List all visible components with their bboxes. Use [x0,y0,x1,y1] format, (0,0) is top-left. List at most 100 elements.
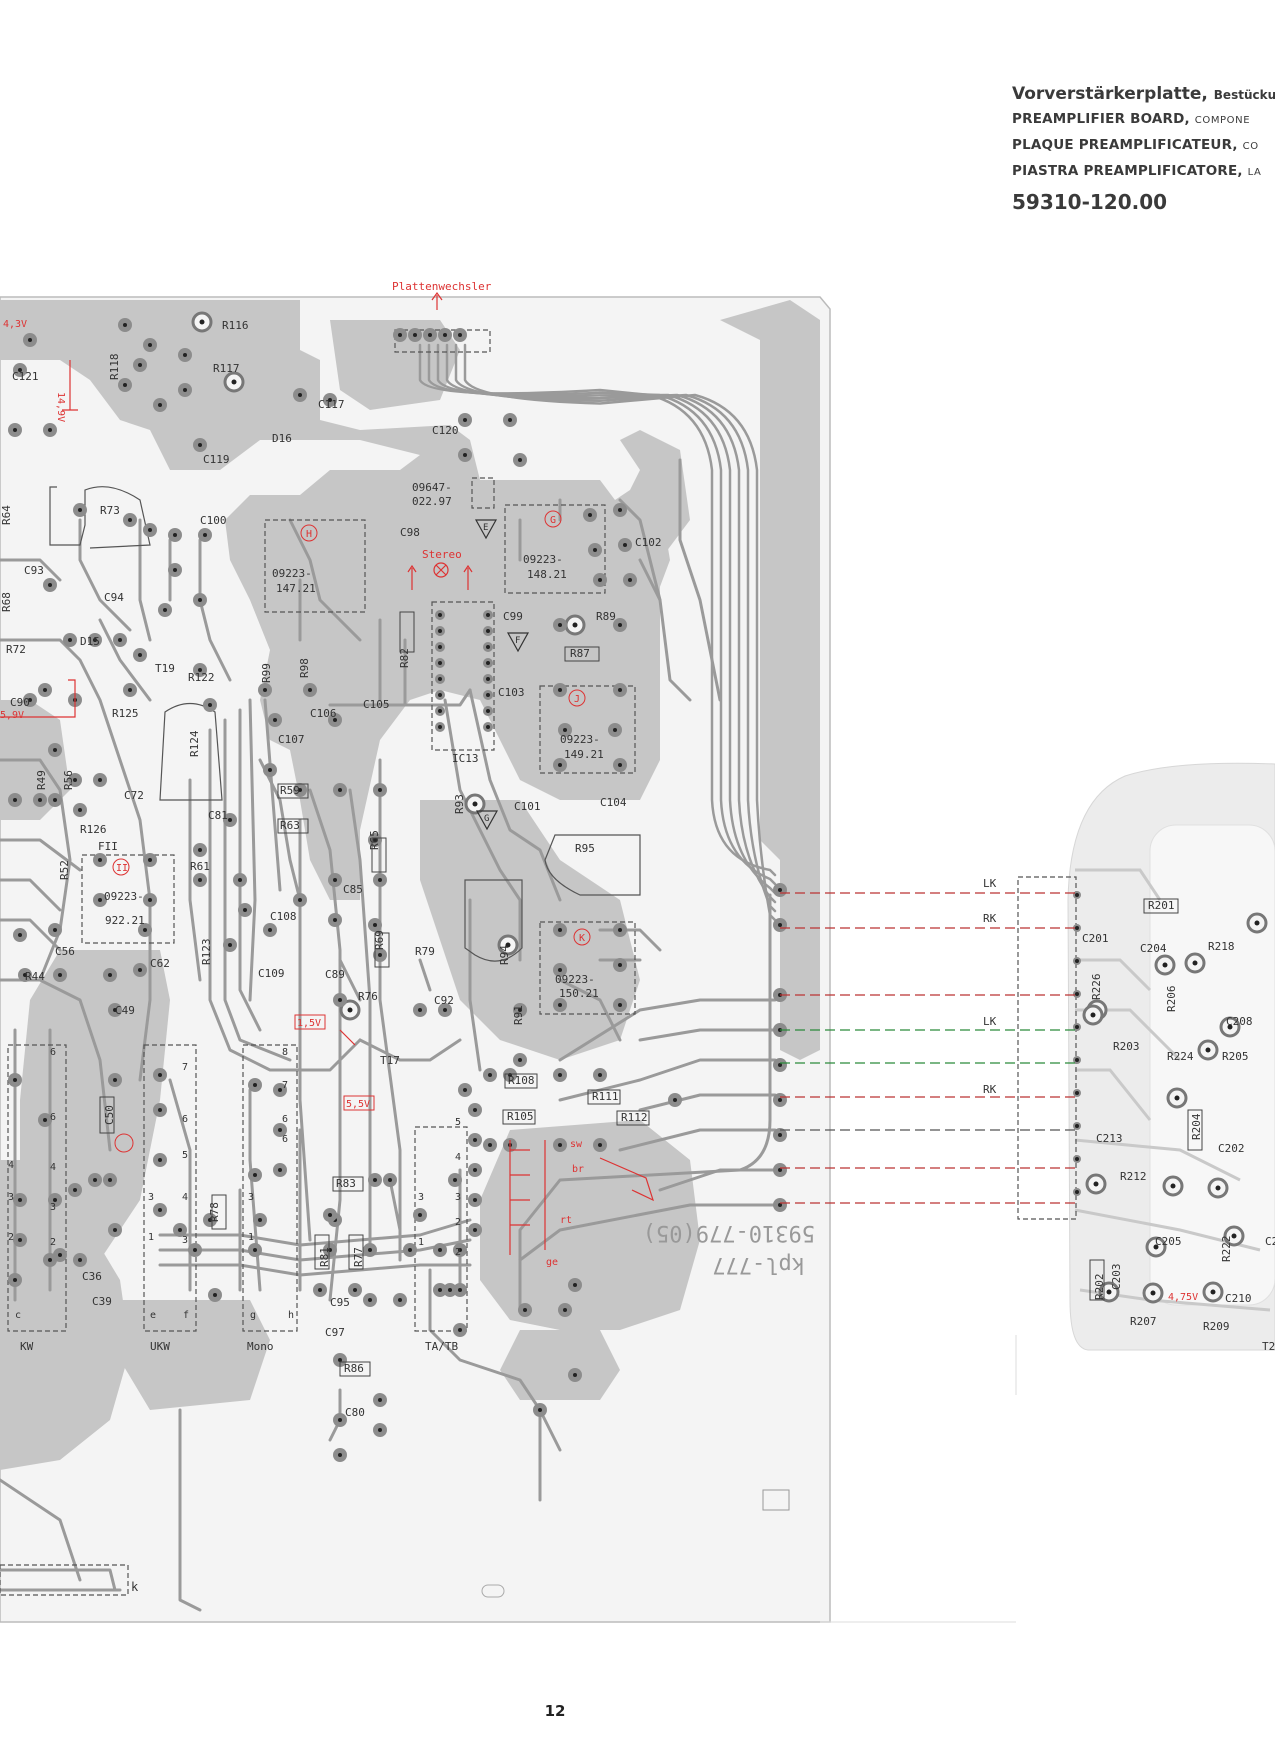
part-label-r124: R124 [188,730,201,757]
pads [8,311,1268,1462]
copper-area-8 [420,800,640,1060]
trace-34 [388,1178,402,1232]
pad-hole [458,1248,462,1252]
resistor-vbox-2 [374,932,390,968]
module-id-ii: II [116,863,128,874]
copper-area-3 [720,300,820,1060]
bundle-trace-5 [463,343,777,922]
part-label-r204: R204 [1190,1113,1203,1140]
part-label-r226: R226 [1090,974,1103,1001]
right-trace-0 [1075,868,1162,901]
pad-hole [48,1258,52,1262]
tatb-r-num-2: 2 [455,1217,461,1228]
voltage-label-5: 4,75V [1168,1292,1198,1303]
part-label-c203: C203 [1110,1264,1123,1291]
part-label-c93: C93 [24,564,44,577]
trace-55 [98,618,152,702]
pad-hole [1075,1124,1079,1128]
bottom-left-outline [0,1564,129,1596]
part-label-c50: C50 [103,1105,116,1125]
part-label-r91: R91 [512,1005,525,1025]
pad-hole [163,608,167,612]
pad-hole [378,1398,382,1402]
part-label-r89: R89 [596,610,616,623]
copper-area-2 [330,320,460,410]
resistor-box-4 [502,1109,536,1125]
trace-65 [638,558,692,702]
pad-hole [373,1178,377,1182]
pad-hole [198,598,202,602]
pad-hole [208,1218,212,1222]
pad-hole [438,709,442,713]
pad-hole [508,418,512,422]
part-label-d16: D16 [272,432,292,445]
page-number: 12 [544,1702,566,1720]
pad-hole [628,578,632,582]
resistor-vbox-5 [348,1234,364,1270]
part-label-r87: R87 [570,647,590,660]
trace-57 [258,758,302,902]
pad-hole [378,788,382,792]
ic-code-1: 09647- [412,481,452,494]
pad-hole [278,1168,282,1172]
module-code1-ii: 09223- [104,890,144,903]
pad-hole [1075,1058,1079,1062]
trace-60 [338,958,362,1002]
part-label-c98: C98 [400,526,420,539]
pad-hole [148,528,152,532]
pad-hole [428,333,432,337]
pad-hole [438,661,442,665]
part-label-c103: C103 [498,686,525,699]
trace-0 [518,893,772,1312]
pad-hole [438,613,442,617]
pad-hole [298,898,302,902]
mono-r-num-7: 7 [282,1080,288,1091]
voltage-label-4: 5,5V [346,1099,370,1110]
pad-hole [1075,992,1079,996]
part-label-c99: C99 [503,610,523,623]
trace-59 [558,978,622,1042]
pad-hole [1231,1233,1237,1239]
pad-hole [418,1008,422,1012]
trace-22 [328,688,472,707]
pad-hole [78,808,82,812]
pad-hole [618,763,622,767]
switch-pin-letter-g: g [250,1310,256,1321]
pad-hole [458,333,462,337]
part-label-r209: R209 [1203,1320,1230,1333]
pad-hole [28,698,32,702]
trace-46 [678,458,722,702]
pad-hole [198,878,202,882]
part-number: 59310-120.00 [1012,190,1168,214]
pad-hole [338,1453,342,1457]
voltage-box-4 [343,1095,375,1111]
part-label-r112: R112 [621,1111,648,1124]
part-label-r79: R79 [415,945,435,958]
trace-12 [223,718,292,1062]
pad-hole [453,1178,457,1182]
part-label-c205: C205 [1155,1235,1182,1248]
red-marker-lines [0,360,78,718]
right-trace-1 [1075,958,1152,992]
resistor-box-5 [616,1110,650,1126]
part-label-r117: R117 [213,362,240,375]
trace-6 [658,1168,777,1192]
pad-hole [438,725,442,729]
pad-hole [463,1088,467,1092]
resistor-vbox-4 [314,1234,330,1270]
mono-switch-outline [242,1044,298,1332]
part-label-r68: R68 [0,592,13,612]
tatb-r-num-4: 4 [455,1152,461,1163]
resistor-vbox-6 [1187,1109,1203,1151]
pad-hole [118,638,122,642]
pad-hole [123,323,127,327]
pad-hole [473,1198,477,1202]
r73-outline [49,486,151,549]
pad-hole [778,888,782,892]
print-model: kpl-777 [712,1252,805,1277]
fii-label: FII [98,840,118,853]
resistor-box-2 [504,1073,538,1089]
pad-hole [558,1073,562,1077]
pad-hole [413,333,417,337]
pad-hole [73,778,77,782]
